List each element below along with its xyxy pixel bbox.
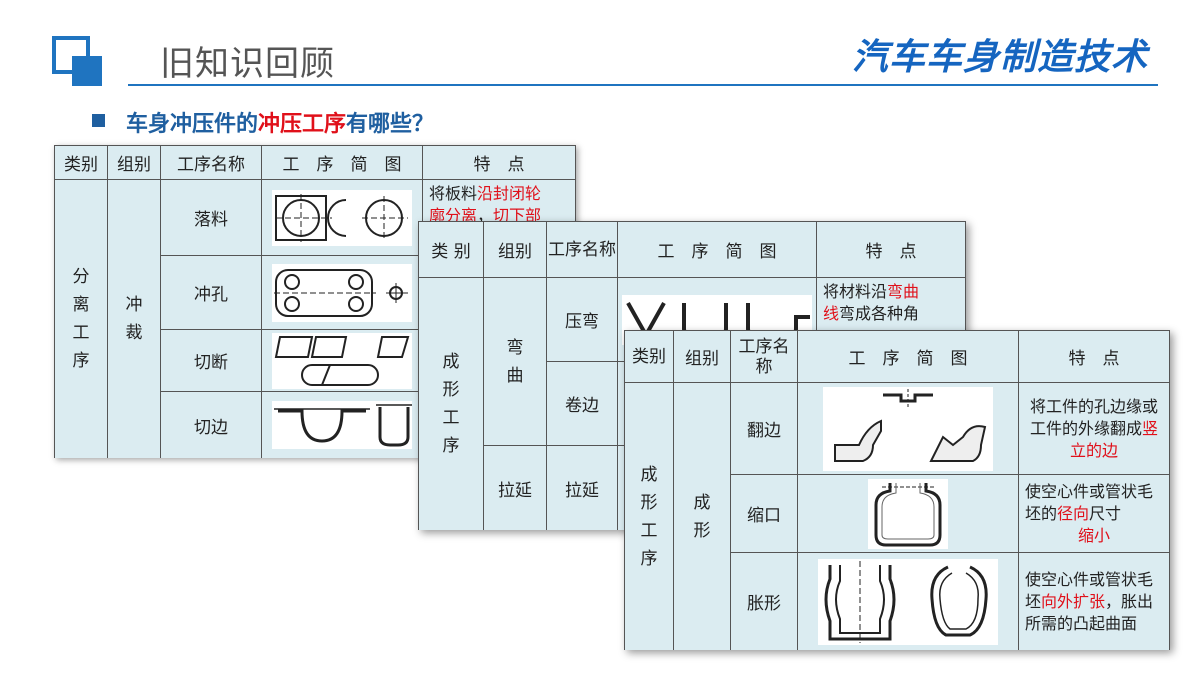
category-cell: 成形工序 xyxy=(418,277,484,530)
col-header-diagram: 工 序 简 图 xyxy=(617,221,817,278)
col-header-process: 工序名称 xyxy=(160,145,262,180)
col-header-group: 组别 xyxy=(673,330,731,383)
diagram-flanging xyxy=(797,382,1019,475)
question-highlight: 冲压工序 xyxy=(258,112,347,137)
col-header-category: 类 别 xyxy=(418,221,484,278)
question-suffix: 有哪些？ xyxy=(346,112,435,137)
feature-text-necking: 使空心件或管状毛坯的径向尺寸缩小 xyxy=(1018,474,1170,553)
process-name: 胀形 xyxy=(730,552,798,650)
col-header-feature: 特 点 xyxy=(422,145,576,180)
col-header-category: 类别 xyxy=(624,330,674,383)
process-name: 翻边 xyxy=(730,382,798,475)
category-cell: 分离工序 xyxy=(54,179,108,458)
group-cell: 拉延 xyxy=(483,445,547,530)
logo-square-outline xyxy=(52,36,90,74)
col-header-diagram: 工 序 简 图 xyxy=(261,145,423,180)
diagram-cutting xyxy=(261,329,423,392)
question-prefix: 车身冲压件的 xyxy=(126,112,259,137)
diagram-piercing xyxy=(261,255,423,330)
diagram-bulging xyxy=(797,552,1019,650)
col-header-feature: 特 点 xyxy=(1018,330,1170,383)
question-text: 车身冲压件的冲压工序有哪些？ xyxy=(126,106,434,138)
category-cell: 成形工序 xyxy=(624,382,674,650)
header-divider xyxy=(128,84,1158,86)
col-header-diagram: 工 序 简 图 xyxy=(797,330,1019,383)
process-name: 冲孔 xyxy=(160,255,262,330)
diagram-blanking xyxy=(261,179,423,256)
group-cell: 冲裁 xyxy=(107,179,161,458)
bullet-square-icon xyxy=(92,114,105,127)
table-forming-processes: 类别 组别 工序名称 工 序 简 图 特 点 成形工序 成形 翻边 将工件的孔边… xyxy=(624,330,1170,650)
section-title: 旧知识回顾 xyxy=(160,44,335,84)
feature-text-flanging: 将工件的孔边缘或工件的外缘翻成竖立的边 xyxy=(1018,382,1170,475)
process-name: 切断 xyxy=(160,329,262,392)
feature-text-bulging: 使空心件或管状毛坯向外扩张，胀出所需的凸起曲面 xyxy=(1018,552,1170,650)
group-cell: 弯曲 xyxy=(483,277,547,446)
brand-title: 汽车车身制造技术 xyxy=(851,37,1148,78)
process-name: 缩口 xyxy=(730,474,798,553)
process-name: 卷边 xyxy=(546,361,618,446)
col-header-process: 工序名称 xyxy=(546,221,618,278)
process-name: 拉延 xyxy=(546,445,618,530)
process-name: 切边 xyxy=(160,391,262,458)
process-name: 压弯 xyxy=(546,277,618,362)
diagram-trimming xyxy=(261,391,423,458)
process-name: 落料 xyxy=(160,179,262,256)
group-cell: 成形 xyxy=(673,382,731,650)
diagram-necking xyxy=(797,474,1019,553)
col-header-feature: 特 点 xyxy=(816,221,966,278)
col-header-group: 组别 xyxy=(107,145,161,180)
col-header-category: 类别 xyxy=(54,145,108,180)
col-header-process: 工序名称 xyxy=(730,330,798,383)
col-header-group: 组别 xyxy=(483,221,547,278)
logo-square-filled xyxy=(72,56,102,86)
